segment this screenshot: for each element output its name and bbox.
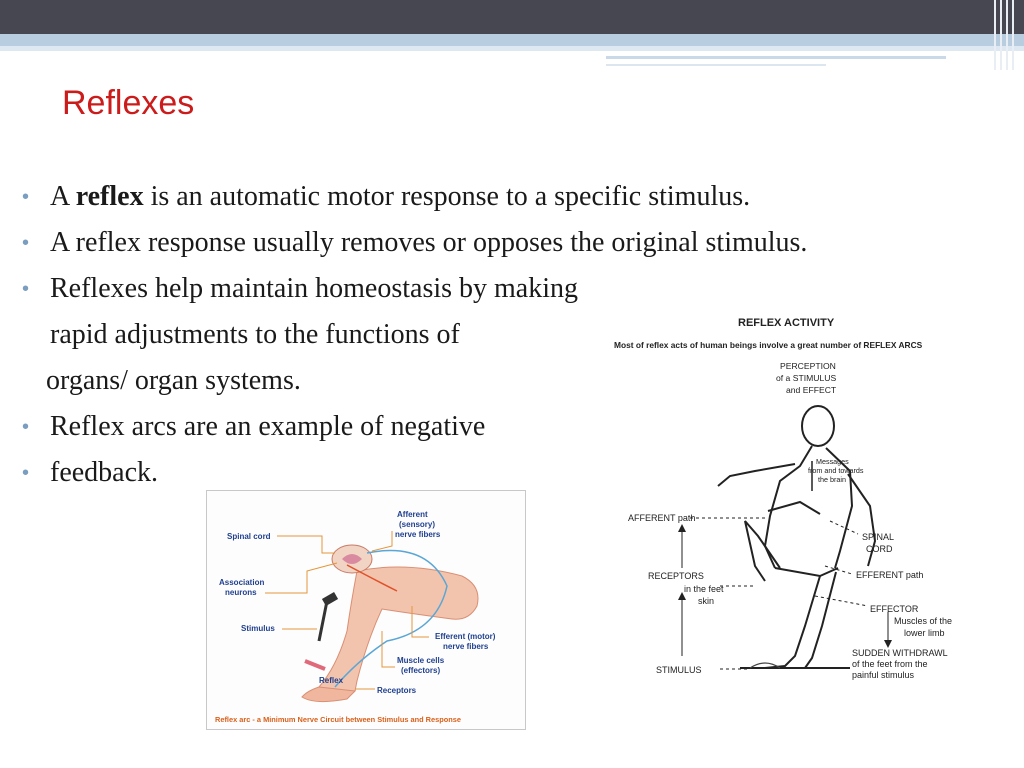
label-lower-limb: lower limb [904,628,945,638]
label-efferent-fibers: nerve fibers [443,642,489,651]
bullet-text: Reflex arcs are an example of negative [50,411,486,442]
label-spinal: SPINAL [862,532,894,542]
label-receptors: RECEPTORS [648,571,704,581]
leader-line [371,531,393,552]
hammer-head-icon [321,592,339,606]
label-reflex: Reflex [319,676,344,685]
label-receptors: Receptors [377,686,417,695]
bullet-dot-icon: • [22,416,30,438]
label-efferent-path: EFFERENT path [856,570,923,580]
header-decor-vbar [994,0,996,70]
header-decor-vbar [1012,0,1014,70]
grey-matter-icon [342,554,362,564]
human-figure-icon [717,405,877,669]
bullet-bold-term: reflex [75,181,144,212]
label-association: Association [219,578,264,587]
reflex-arc-figure: Spinal cord Afferent (sensory) nerve fib… [206,490,526,730]
reflex-activity-figure: REFLEX ACTIVITY Most of reflex acts of h… [590,306,1020,756]
label-afferent: Afferent [397,510,428,519]
afferent-nerve-icon [334,549,448,688]
header-stripe-light [0,46,1024,51]
slide-title: Reflexes [62,84,195,122]
label-efferent: Efferent (motor) [435,632,496,641]
efferent-nerve-icon [346,564,398,592]
right-arm-icon [847,473,877,567]
label-muscles: Muscles of the [894,616,952,626]
bullet-text: is an automatic motor response to a spec… [143,181,751,212]
figure-subtitle: Most of reflex acts of human beings invo… [614,340,923,350]
head-icon [801,405,835,447]
label-messages-brain: the brain [818,475,846,484]
raised-leg-icon [744,520,781,582]
arrow-down-icon [884,640,892,648]
label-spinal-cord: Spinal cord [227,532,271,541]
reflex-path-icon [767,500,821,515]
left-arm-icon [717,463,796,487]
leader-line [265,562,338,594]
label-stimulus: Stimulus [241,624,275,633]
pointer-spinal [829,520,859,535]
pointer-lines [690,517,869,670]
header-stripe [0,34,1024,46]
standing-leg-icon [804,571,837,669]
label-perception-effect: and EFFECT [786,385,837,395]
leader-line [411,606,429,638]
figure-title: REFLEX ACTIVITY [738,317,835,329]
reflex-arc-illustration: Spinal cord Afferent (sensory) nerve fib… [215,510,496,724]
pointer-efferent [824,565,853,575]
bullet-dot-icon: • [22,462,30,484]
bullet-text: feedback. [50,457,159,488]
leader-line [277,535,335,554]
label-afferent-sensory: (sensory) [399,520,435,529]
bullet-text: A [50,181,76,212]
bullet-text: organs/ organ systems. [46,365,301,396]
label-withdrawal-feet: of the feet from the [852,659,928,669]
label-association-neurons: neurons [225,588,257,597]
label-effectors: (effectors) [401,666,440,675]
standing-leg-icon [764,575,821,669]
header-decor-line-short [606,64,826,66]
label-withdrawal: SUDDEN WITHDRAWL [852,648,948,658]
label-muscle-cells: Muscle cells [397,656,445,665]
arrow-up-icon [678,592,686,600]
bullet-text: A reflex response usually removes or opp… [50,227,808,258]
label-receptors-skin: skin [698,596,714,606]
arrow-up-icon [678,524,686,532]
leg-icon [318,566,479,698]
label-receptors-feet: in the feet [684,584,724,594]
label-effector: EFFECTOR [870,604,919,614]
label-messages-from: from and towards [808,466,864,475]
bullet-dot-icon: • [22,278,30,300]
reflex-activity-illustration: REFLEX ACTIVITY Most of reflex acts of h… [614,317,952,680]
bullet-text: Reflexes help maintain homeostasis by ma… [50,273,579,304]
torso-icon [825,447,854,569]
label-perception-stimulus: of a STIMULUS [776,373,836,383]
foot-icon [301,686,357,703]
header-decor-line [606,56,946,59]
label-withdrawal-stimulus: painful stimulus [852,670,915,680]
label-afferent-path: AFFERENT path [628,513,695,523]
label-perception: PERCEPTION [780,361,836,371]
figure-caption: Reflex arc - a Minimum Nerve Circuit bet… [215,715,461,724]
pointer-effector [814,595,869,607]
label-messages: Messages [816,457,849,466]
bullet-dot-icon: • [22,186,30,208]
label-afferent-fibers: nerve fibers [395,530,441,539]
bullet-text: rapid adjustments to the functions of [50,319,460,350]
stimulus-icon [749,662,781,669]
header-bar [0,0,1024,34]
header-decor-vbar [1006,0,1008,70]
label-stimulus: STIMULUS [656,665,702,675]
leader-line [381,631,395,668]
reflex-arrow-icon [304,659,326,671]
header-decor-vbar [1000,0,1002,70]
hammer-icon [317,600,329,642]
bullet-dot-icon: • [22,232,30,254]
label-spinal-cord: CORD [866,544,893,554]
hip-icon [774,567,839,578]
